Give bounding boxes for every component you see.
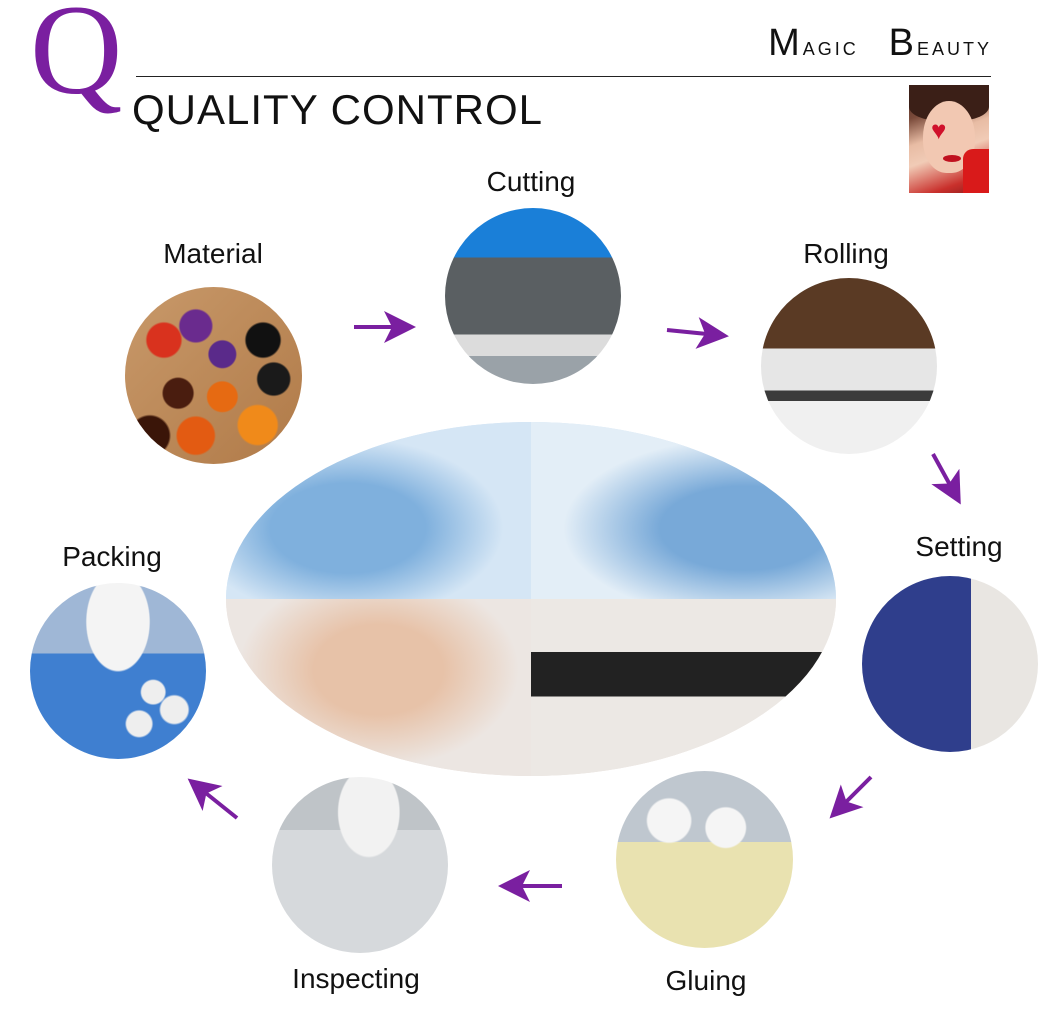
header-divider bbox=[136, 76, 991, 77]
brand-word-beauty: eauty bbox=[916, 33, 992, 61]
workshop-collage bbox=[226, 422, 836, 776]
step-label-material: Material bbox=[163, 238, 263, 269]
brand-portrait-image: ♥ bbox=[909, 85, 989, 193]
arrow-up-left-icon bbox=[187, 778, 239, 820]
gluing-photo bbox=[616, 771, 793, 948]
step-label-setting: Setting bbox=[915, 531, 1003, 562]
inspecting-photo bbox=[272, 777, 448, 953]
brand-initial-b: B bbox=[888, 22, 917, 64]
arrow-down-right-icon bbox=[931, 453, 961, 505]
setting-photo bbox=[862, 576, 1038, 752]
cutting-photo bbox=[445, 208, 621, 384]
step-label-inspecting: Inspecting bbox=[292, 963, 420, 994]
packing-photo bbox=[30, 583, 206, 759]
logo-q-letter: Q bbox=[30, 0, 122, 121]
collage-photo-1 bbox=[226, 422, 531, 599]
arrow-down-left-icon bbox=[829, 775, 873, 819]
brand-name: Magic Beauty bbox=[768, 22, 992, 65]
page-title: QUALITY CONTROL bbox=[132, 86, 543, 133]
step-label-gluing: Gluing bbox=[665, 965, 747, 996]
collage-photo-2 bbox=[531, 422, 836, 599]
collage-photo-4 bbox=[531, 599, 836, 776]
brand-word-magic: agic bbox=[802, 33, 859, 61]
brand-initial-m: M bbox=[768, 22, 803, 64]
arrow-right-icon bbox=[666, 317, 729, 349]
collage-photo-3 bbox=[226, 599, 531, 776]
step-label-packing: Packing bbox=[62, 541, 162, 572]
step-label-cutting: Cutting bbox=[486, 166, 576, 197]
step-label-rolling: Rolling bbox=[803, 238, 889, 269]
